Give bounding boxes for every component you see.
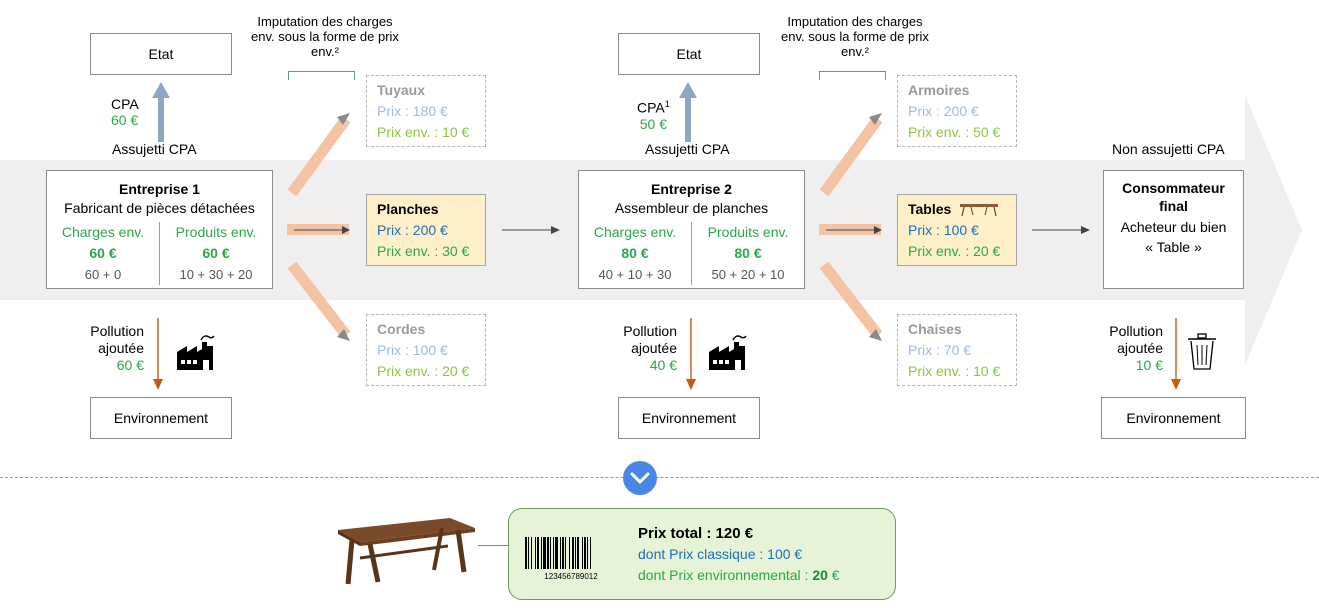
charges-detail: 60 + 0 (84, 267, 122, 282)
cpa-arrow-2 (679, 82, 697, 142)
flow-arrow-1 (502, 226, 560, 234)
salmon-arrows-2 (819, 113, 883, 341)
produits-detail: 10 + 30 + 20 (179, 267, 253, 282)
charges-value: 60 € (89, 245, 117, 261)
produits-value: 60 € (202, 245, 230, 261)
table-image (338, 518, 475, 585)
etat-label: Etat (148, 46, 174, 62)
receipt-classique: dont Prix classique : 100 € (638, 546, 803, 562)
env-label: Environnement (113, 410, 209, 426)
receipt-total: Prix total : 120 € (638, 525, 754, 542)
entreprise-2-subtitle: Assembleur de planches (614, 200, 769, 216)
produits-value: 80 € (734, 245, 762, 261)
product-prix: Prix : 200 € (908, 103, 979, 119)
pollution-arrow-2 (686, 318, 696, 390)
flow-arrow-2 (1032, 226, 1090, 234)
etat-box-2: Etat (618, 33, 760, 75)
salmon-arrows-1 (287, 113, 351, 341)
product-prix-env: Prix env. : 10 € (908, 363, 1001, 379)
product-prix: Prix : 100 € (908, 222, 979, 238)
divider (0, 477, 1319, 478)
product-prix-env: Prix env. : 20 € (377, 363, 470, 379)
table-icon (960, 204, 999, 217)
entreprise-1-subtitle: Fabricant de pièces détachées (64, 200, 255, 216)
consommateur-title: Consommateur final (1122, 180, 1225, 214)
consommateur-box: Consommateur final Acheteur du bien « Ta… (1103, 170, 1244, 289)
product-prix: Prix : 70 € (908, 342, 972, 358)
product-prix: Prix : 200 € (377, 222, 448, 238)
non-assujetti-label: Non assujetti CPA (1112, 141, 1225, 157)
product-name: Chaises (908, 321, 962, 337)
product-cordes: Cordes Prix : 100 € Prix env. : 20 € (366, 314, 486, 386)
product-prix: Prix : 180 € (377, 103, 448, 119)
charges-label: Charges env. (593, 224, 677, 240)
product-prix-env: Prix env. : 20 € (908, 243, 1001, 259)
produits-label: Produits env. (707, 224, 789, 240)
charges-value: 80 € (621, 245, 649, 261)
chevron-down-icon[interactable] (622, 460, 658, 496)
produits-label: Produits env. (175, 224, 257, 240)
product-tables: Tables Prix : 100 € Prix env. : 20 € (897, 194, 1017, 266)
receipt-connector (478, 545, 508, 546)
product-prix-env: Prix env. : 50 € (908, 124, 1001, 140)
env-label: Environnement (1126, 410, 1221, 426)
environnement-box-1: Environnement (90, 397, 232, 439)
pollution-arrow-3 (1171, 318, 1181, 390)
product-name: Cordes (377, 321, 426, 337)
charges-detail: 40 + 10 + 30 (598, 267, 672, 282)
product-prix-env: Prix env. : 30 € (377, 243, 470, 259)
product-name: Armoires (908, 82, 970, 98)
product-tuyaux: Tuyaux Prix : 180 € Prix env. : 10 € (366, 75, 486, 147)
produits-detail: 50 + 20 + 10 (711, 267, 785, 282)
barcode-icon: 123456789012 (525, 537, 598, 581)
product-armoires: Armoires Prix : 200 € Prix env. : 50 € (897, 75, 1017, 147)
product-chaises: Chaises Prix : 70 € Prix env. : 10 € (897, 314, 1017, 386)
receipt-box: 123456789012 Prix total : 120 € dont Pri… (508, 508, 896, 600)
etat-box-1: Etat (90, 33, 232, 75)
environnement-box-3: Environnement (1101, 397, 1246, 439)
pollution-label-1: Pollution ajoutée 60 € (90, 323, 144, 373)
env-label: Environnement (641, 410, 737, 426)
factory-icon (709, 335, 747, 370)
trash-icon (1188, 333, 1216, 370)
receipt-text: Prix total : 120 € dont Prix classique :… (638, 523, 840, 586)
etat-label: Etat (676, 46, 702, 62)
product-name: Tuyaux (377, 82, 425, 98)
pollution-label-2: Pollution ajoutée 40 € (623, 323, 677, 373)
environnement-box-2: Environnement (618, 397, 760, 439)
assujetti-label-2: Assujetti CPA (645, 141, 730, 157)
cpa-label-2: CPA1 50 € (637, 99, 670, 132)
entreprise-1-title: Entreprise 1 (119, 181, 200, 197)
factory-icon (177, 335, 215, 370)
product-planches: Planches Prix : 200 € Prix env. : 30 € (366, 194, 486, 266)
bracket-2 (819, 71, 886, 80)
product-prix: Prix : 100 € (377, 342, 448, 358)
receipt-env: dont Prix environnemental : 20 € (638, 567, 840, 583)
assujetti-label-1: Assujetti CPA (112, 141, 197, 157)
product-name: Planches (377, 201, 439, 217)
pollution-label-3: Pollution ajoutée 10 € (1109, 323, 1163, 373)
entreprise-2-title: Entreprise 2 (651, 181, 732, 197)
pollution-arrow-1 (153, 318, 163, 390)
entreprise-2-box: Entreprise 2 Assembleur de planches Char… (578, 170, 805, 289)
imputation-note-1: Imputation des charges env. sous la form… (251, 14, 399, 59)
consommateur-subtitle: Acheteur du bien « Table » (1120, 219, 1227, 255)
imputation-note-2: Imputation des charges env. sous la form… (781, 14, 929, 59)
cpa-label-1: CPA 60 € (111, 96, 139, 128)
charges-label: Charges env. (61, 224, 145, 240)
bracket-1 (288, 71, 355, 80)
product-prix-env: Prix env. : 10 € (377, 124, 470, 140)
barcode-number: 123456789012 (544, 572, 598, 581)
cpa-arrow-1 (152, 82, 170, 142)
entreprise-1-box: Entreprise 1 Fabricant de pièces détaché… (46, 170, 273, 289)
product-name: Tables (908, 201, 952, 217)
